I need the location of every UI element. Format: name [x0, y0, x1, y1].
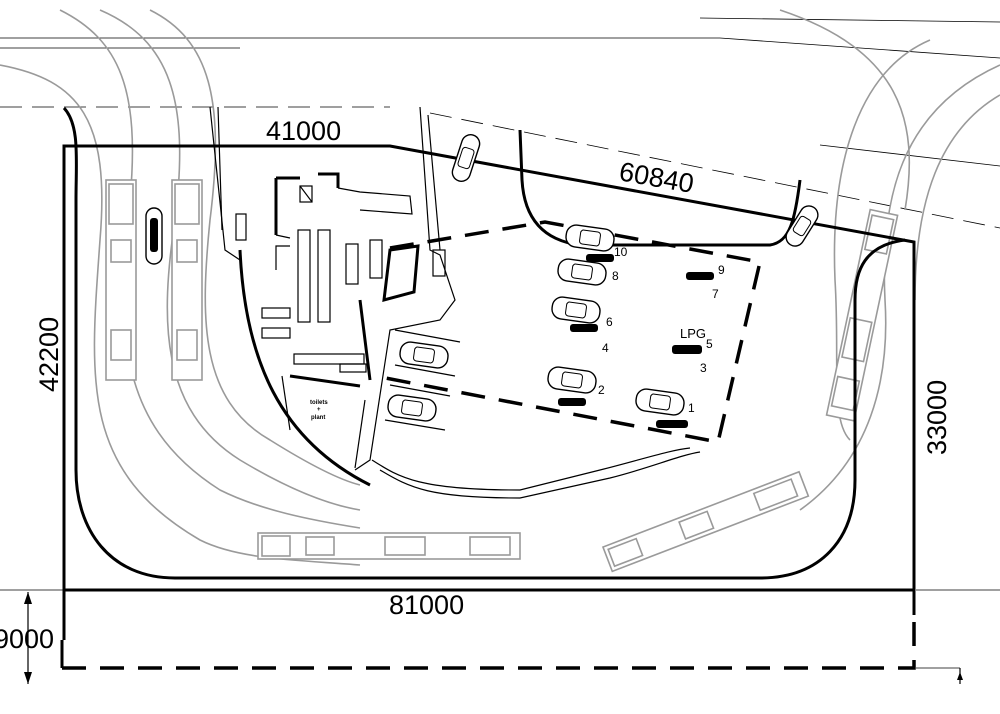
car-top — [451, 134, 481, 182]
pump-number-4: 4 — [602, 341, 609, 355]
setback-line — [62, 618, 916, 670]
pump-island-10-8 — [586, 254, 614, 262]
pump-number-6: 6 — [606, 315, 613, 329]
car-pump-8 — [557, 258, 607, 286]
car-left-2 — [387, 394, 437, 422]
pump-number-10: 10 — [614, 245, 628, 259]
parking-bays — [384, 329, 461, 431]
car-pump-6 — [551, 296, 601, 324]
bus-left-1 — [105, 179, 137, 381]
car-left-1 — [399, 341, 449, 369]
road-lines — [0, 17, 1000, 669]
bus-right — [825, 208, 899, 422]
pump-number-3: 3 — [700, 361, 707, 375]
pump-number-8: 8 — [612, 269, 619, 283]
dimension-left-depth: 42200 — [34, 317, 64, 392]
dimension-right-frontage: 60840 — [617, 156, 696, 199]
toilet-label-1: toilets — [310, 400, 328, 406]
pump-island-9-7 — [686, 272, 714, 280]
bus-left-2 — [171, 179, 203, 381]
toilet-label-3: plant — [311, 415, 325, 421]
pump-island-lpg — [672, 345, 702, 354]
car-left-bus-lane — [145, 207, 163, 265]
pump-number-1: 1 — [688, 401, 695, 415]
site-boundary — [62, 144, 916, 640]
dimension-setback: 9000 — [0, 624, 54, 654]
toilet-label-2: + — [317, 407, 321, 413]
dimension-left-frontage: 41000 — [266, 116, 341, 146]
car-right-entry — [785, 205, 819, 247]
car-pump-1 — [635, 388, 685, 416]
car-pump-10 — [565, 224, 615, 252]
dimension-bottom-width: 81000 — [389, 590, 464, 620]
setback-arrow — [24, 592, 963, 684]
pump-island-6-4 — [570, 324, 598, 332]
pump-number-7: 7 — [712, 287, 719, 301]
dimension-right-depth: 33000 — [922, 380, 952, 455]
pump-island-2 — [558, 398, 586, 406]
bus-turning-paths — [0, 9, 1000, 566]
kiosk-building — [209, 106, 701, 499]
bus-bottom-right — [601, 470, 810, 573]
pump-number-9: 9 — [718, 263, 725, 277]
pump-number-5: 5 — [706, 337, 713, 351]
car-pump-2 — [547, 366, 597, 394]
pump-number-2: 2 — [598, 383, 605, 397]
bus-bottom — [257, 532, 521, 560]
lpg-label: LPG — [680, 326, 706, 341]
pump-island-1 — [656, 420, 688, 428]
forecourt-kerb — [62, 106, 906, 580]
